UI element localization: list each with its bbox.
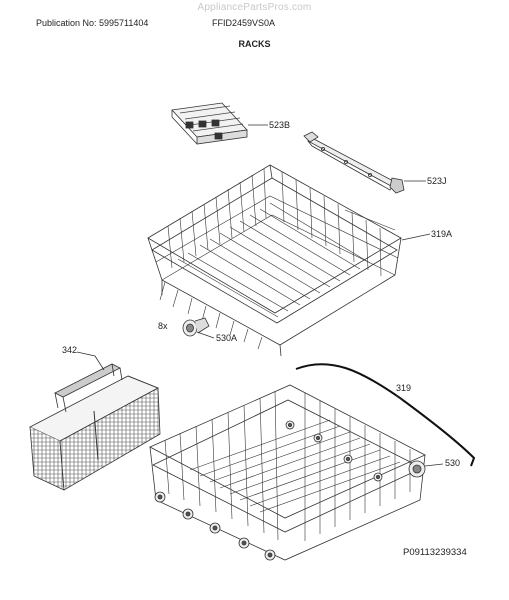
part-342-cutlery-basket[interactable] bbox=[29, 363, 161, 491]
assembly-bracket-319 bbox=[295, 363, 476, 467]
callout-530A[interactable]: 530A bbox=[216, 333, 238, 343]
leader-530 bbox=[424, 463, 444, 467]
callout-523B[interactable]: 523B bbox=[269, 120, 291, 130]
callout-quantity-8x: 8x bbox=[158, 321, 168, 331]
part-530A-upper-wheel[interactable] bbox=[182, 317, 210, 337]
leader-530A bbox=[196, 331, 215, 339]
watermark-text: AppliancePartsPros.com bbox=[197, 2, 312, 13]
part-523B-shelf-clip[interactable] bbox=[171, 102, 248, 145]
part-319-lower-rack[interactable] bbox=[149, 384, 426, 561]
leader-342 bbox=[76, 351, 105, 371]
part-319A-upper-rack[interactable] bbox=[147, 164, 402, 357]
callout-319[interactable]: 319 bbox=[396, 383, 412, 393]
section-title: RACKS bbox=[238, 39, 271, 49]
callout-319A[interactable]: 319A bbox=[431, 229, 453, 239]
part-523J-rack-adjuster[interactable] bbox=[303, 131, 405, 194]
leader-319 bbox=[395, 394, 405, 403]
drawing-id: P09113239334 bbox=[403, 547, 467, 558]
model-number: FFID2459VS0A bbox=[212, 18, 276, 28]
callout-523J[interactable]: 523J bbox=[427, 176, 447, 186]
leader-319A bbox=[401, 233, 431, 241]
callout-530[interactable]: 530 bbox=[445, 458, 461, 468]
callout-342[interactable]: 342 bbox=[62, 345, 78, 355]
publication-number: Publication No: 5995711404 bbox=[36, 18, 149, 28]
part-530-lower-wheel[interactable] bbox=[408, 460, 426, 478]
